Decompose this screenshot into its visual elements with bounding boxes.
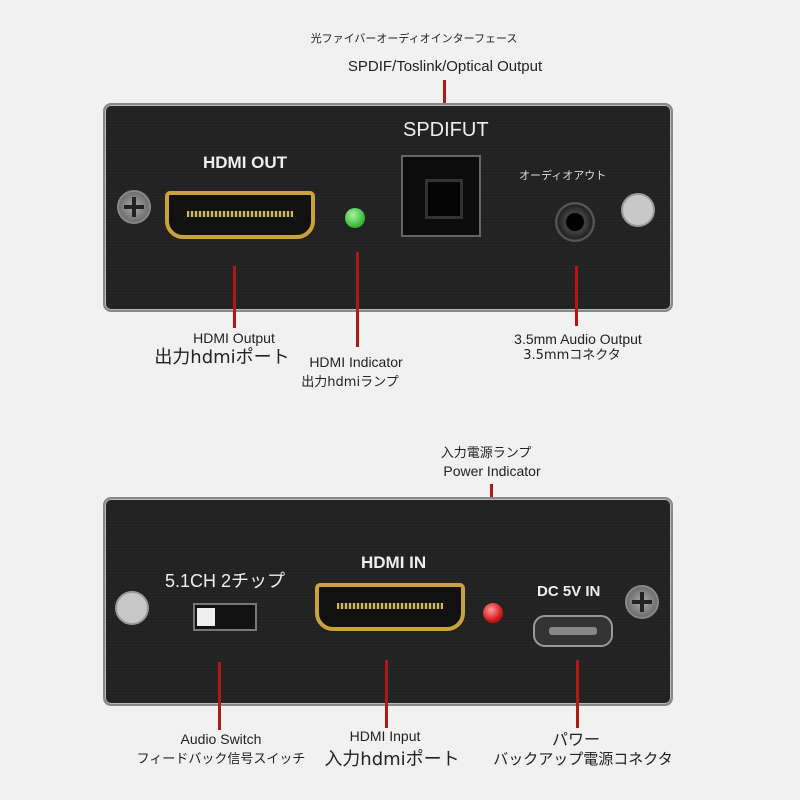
hdmi-indicator-led [345, 208, 365, 228]
power-indicator-label-jp: 入力電源ランプ [440, 446, 532, 461]
silk-audio-out: オーディオアウト [519, 169, 607, 182]
pointer-line [218, 662, 221, 730]
seal-icon [115, 591, 149, 625]
silk-dc: DC 5V IN [537, 583, 601, 600]
hdmi-indicator-label-jp: 出力hdmiランプ [301, 375, 399, 390]
power-indicator-led [483, 603, 503, 623]
hdmi-input-port [315, 583, 465, 631]
bottom-panel: 5.1CH 2チップ HDMI IN DC 5V IN [103, 497, 673, 706]
power-indicator-label: Power Indicator [443, 463, 541, 479]
pointer-line [233, 266, 236, 328]
seal-icon [621, 193, 655, 227]
power-connector-label-jp: バックアップ電源コネクタ [493, 750, 673, 768]
pointer-line [385, 660, 388, 728]
audio-switch[interactable] [193, 603, 257, 631]
silk-chip: 5.1CH 2チップ [165, 571, 286, 591]
pointer-line [575, 266, 578, 326]
optical-port [401, 155, 481, 237]
silk-hdmi-in: HDMI IN [361, 553, 427, 572]
hdmi-indicator-label: HDMI Indicator [309, 354, 403, 370]
audio-output-label-jp: 3.5mmコネクタ [523, 348, 621, 363]
hdmi-input-label-jp: 入力hdmiポート [324, 749, 460, 770]
hdmi-output-port [165, 191, 315, 239]
dc-power-port [533, 615, 613, 647]
hdmi-output-label: HDMI Output [193, 330, 275, 346]
pointer-line [356, 252, 359, 347]
hdmi-input-label: HDMI Input [349, 728, 421, 744]
audio-output-label: 3.5mm Audio Output [514, 331, 642, 347]
silk-hdmi-out: HDMI OUT [203, 153, 288, 172]
audio-switch-label-jp: フィードバック信号スイッチ [136, 752, 306, 767]
power-label-jp: パワー [551, 730, 601, 749]
audio-jack [555, 202, 595, 242]
optical-title-jp: 光ファイバーオーディオインターフェース [310, 32, 518, 45]
hdmi-output-label-jp: 出力hdmiポート [154, 347, 290, 368]
pointer-line [443, 80, 446, 122]
top-panel: HDMI OUT SPDIFUT オーディオアウト [103, 103, 673, 312]
pointer-line [576, 660, 579, 728]
silk-spdif: SPDIFUT [403, 119, 489, 141]
screw-icon [117, 190, 151, 224]
audio-switch-label: Audio Switch [180, 731, 262, 747]
optical-title-en: SPDIF/Toslink/Optical Output [347, 58, 543, 75]
screw-icon [625, 585, 659, 619]
